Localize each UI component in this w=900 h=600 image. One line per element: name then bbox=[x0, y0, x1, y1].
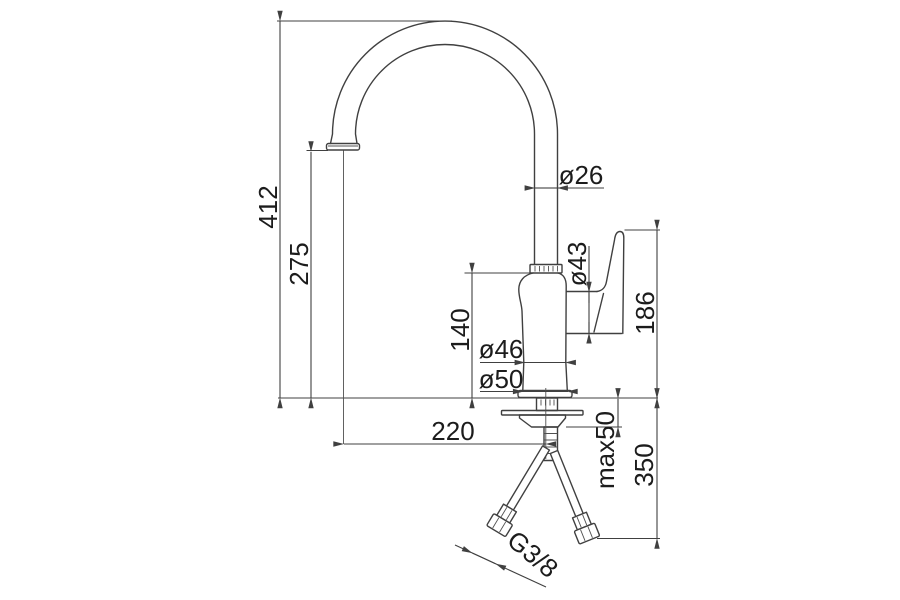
hose-right-ferrule-ribs bbox=[576, 514, 588, 528]
dim-outlet-height: 275 bbox=[284, 242, 314, 285]
dim-cartridge-diameter: ø43 bbox=[562, 242, 592, 287]
hose-left-tube bbox=[505, 445, 551, 511]
hose-right-nut bbox=[573, 522, 601, 545]
handle-front-edge bbox=[593, 292, 605, 333]
arrow-thread-lower bbox=[483, 557, 507, 571]
neck-collar bbox=[529, 263, 563, 274]
shank-threads bbox=[540, 399, 555, 406]
dimensions: 412 275 ø26 ø43 186 140 ø46 ø50 220 bbox=[253, 10, 660, 588]
dim-overall-height: 412 bbox=[253, 185, 283, 228]
hose-left-nut bbox=[486, 513, 513, 537]
spout-arc-inner bbox=[354, 43, 536, 266]
body-left-edge bbox=[518, 272, 534, 392]
hose-right-tube bbox=[549, 449, 584, 518]
supply-hose-right bbox=[549, 449, 601, 545]
dim-base-diameter: ø50 bbox=[479, 364, 524, 394]
dim-hose-drop: 350 bbox=[629, 443, 659, 486]
dim-handle-height: 186 bbox=[630, 291, 660, 334]
dim-max-deck: max50 bbox=[590, 411, 620, 489]
dim-body-height: 140 bbox=[445, 308, 475, 351]
stud-segments bbox=[544, 433, 558, 454]
mounting-nut bbox=[518, 414, 567, 428]
body-right-edge bbox=[557, 272, 568, 392]
handle-lever bbox=[596, 230, 625, 335]
hose-left-nut-facets bbox=[492, 517, 507, 533]
dim-spout-diameter: ø26 bbox=[559, 160, 604, 190]
hose-left-ferrule-ribs bbox=[500, 507, 513, 521]
supply-hose-left bbox=[486, 445, 551, 537]
dim-thread: G3/8 bbox=[502, 524, 564, 583]
hose-right-nut-facets bbox=[580, 526, 593, 542]
spout-aerator-ring bbox=[325, 142, 361, 151]
arrow-thread-upper bbox=[461, 546, 485, 559]
neck-collar-knurling bbox=[534, 266, 558, 272]
dim-spout-reach: 220 bbox=[431, 416, 474, 446]
dim-body-diameter: ø46 bbox=[479, 334, 524, 364]
spout-arc-outer bbox=[329, 20, 559, 266]
